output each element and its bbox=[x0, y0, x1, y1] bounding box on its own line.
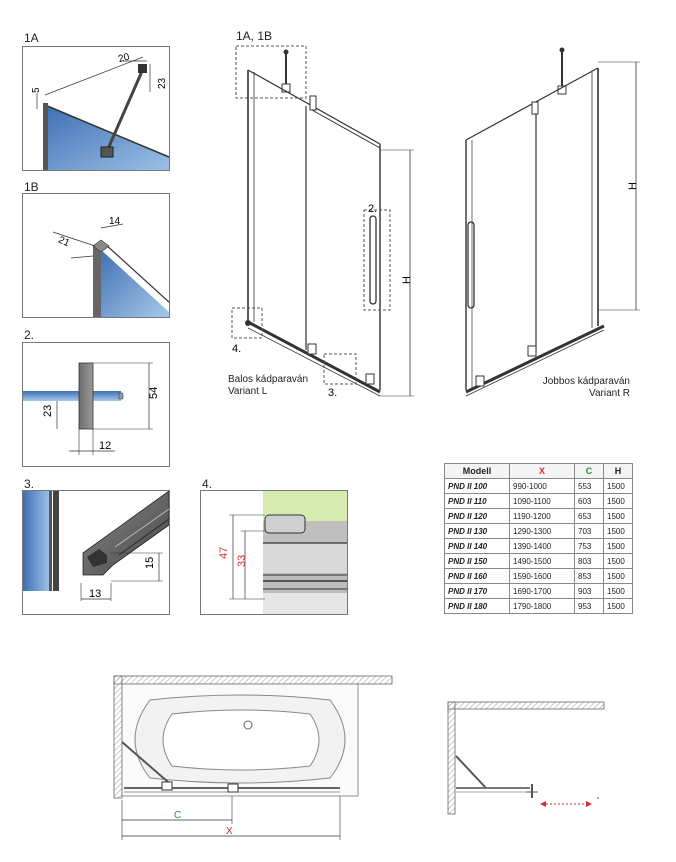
plan-dim-c: C bbox=[174, 810, 181, 821]
main-height-right: H bbox=[627, 182, 639, 190]
table-header-row: Modell X C H bbox=[444, 463, 633, 479]
variant-l-caption: Balos kádparaván Variant L bbox=[228, 374, 308, 398]
dim-1a-20: 20 bbox=[117, 51, 131, 65]
cell-h: 1500 bbox=[603, 478, 633, 494]
cell-model: PND II 160 bbox=[444, 568, 510, 584]
sliding-schematic-drawing bbox=[447, 701, 605, 815]
cell-c: 853 bbox=[574, 568, 604, 584]
cell-h: 1500 bbox=[603, 538, 633, 554]
dim-3-13: 13 bbox=[89, 588, 101, 600]
dim-3-15: 15 bbox=[144, 557, 156, 569]
cell-h: 1500 bbox=[603, 568, 633, 584]
detail-1a-label: 1A bbox=[24, 31, 39, 45]
variant-l-screen: 2. 3. 4. H bbox=[231, 45, 414, 399]
dim-2-12: 12 bbox=[99, 440, 111, 452]
cell-model: PND II 130 bbox=[444, 523, 510, 539]
cell-c: 953 bbox=[574, 598, 604, 614]
cell-x: 1390-1400 bbox=[509, 538, 575, 554]
detail-4-panel: 47 33 bbox=[200, 490, 348, 615]
variant-r-caption-de: Variant R bbox=[589, 388, 630, 399]
main-detail-ref-label: 1A, 1B bbox=[236, 29, 273, 43]
cell-c: 703 bbox=[574, 523, 604, 539]
dim-4-47: 47 bbox=[218, 547, 230, 559]
col-modell: Modell bbox=[444, 463, 510, 479]
cell-c: 903 bbox=[574, 583, 604, 599]
detail-3-label: 3. bbox=[24, 477, 35, 491]
main-callout-2: 2. bbox=[368, 203, 377, 215]
cell-h: 1500 bbox=[603, 553, 633, 569]
variant-r-caption-hu: Jobbos kádparaván bbox=[542, 376, 630, 387]
dim-2-23: 23 bbox=[42, 405, 54, 417]
cell-model: PND II 100 bbox=[444, 478, 510, 494]
variant-r-caption: Jobbos kádparaván Variant R bbox=[534, 376, 630, 400]
cell-x: 1590-1600 bbox=[509, 568, 575, 584]
detail-1b-drawing: 21 14 bbox=[52, 216, 169, 317]
variant-r-screen: H bbox=[465, 47, 640, 397]
detail-3-drawing: 15 13 bbox=[23, 491, 169, 601]
cell-model: PND II 150 bbox=[444, 553, 510, 569]
cell-model: PND II 180 bbox=[444, 598, 510, 614]
cell-x: 1090-1100 bbox=[509, 493, 575, 509]
main-callout-3: 3. bbox=[328, 387, 337, 399]
cell-model: PND II 170 bbox=[444, 583, 510, 599]
dim-2-54: 54 bbox=[148, 387, 160, 399]
cell-x: 990-1000 bbox=[509, 478, 575, 494]
cell-x: 1790-1800 bbox=[509, 598, 575, 614]
detail-2-drawing: 54 23 12 bbox=[23, 362, 160, 455]
dim-1a-23: 23 bbox=[157, 77, 168, 89]
col-h: H bbox=[603, 463, 633, 479]
cell-h: 1500 bbox=[603, 493, 633, 509]
dim-1b-14: 14 bbox=[109, 216, 121, 227]
cell-x: 1190-1200 bbox=[509, 508, 575, 524]
col-x: X bbox=[509, 463, 575, 479]
detail-2-label: 2. bbox=[24, 328, 35, 342]
cell-h: 1500 bbox=[603, 583, 633, 599]
detail-2-panel: 54 23 12 bbox=[22, 342, 170, 467]
dim-4-33: 33 bbox=[236, 555, 248, 567]
cell-model: PND II 140 bbox=[444, 538, 510, 554]
main-isometric-drawing: 2. 3. 4. H H bbox=[231, 45, 640, 399]
cell-model: PND II 120 bbox=[444, 508, 510, 524]
cell-c: 603 bbox=[574, 493, 604, 509]
detail-1a-drawing: 5 20 23 bbox=[31, 51, 169, 170]
cell-c: 803 bbox=[574, 553, 604, 569]
variant-l-caption-hu: Balos kádparaván bbox=[228, 374, 309, 385]
dim-1a-5: 5 bbox=[31, 87, 42, 93]
cell-h: 1500 bbox=[603, 523, 633, 539]
col-c: C bbox=[574, 463, 604, 479]
detail-1a-panel: 5 20 23 bbox=[22, 46, 170, 171]
dim-1b-21: 21 bbox=[56, 235, 71, 250]
plan-dim-x: X bbox=[226, 826, 233, 837]
detail-4-label: 4. bbox=[202, 477, 213, 491]
cell-model: PND II 110 bbox=[444, 493, 510, 509]
cell-h: 1500 bbox=[603, 598, 633, 614]
cell-c: 553 bbox=[574, 478, 604, 494]
cell-h: 1500 bbox=[603, 508, 633, 524]
detail-4-drawing: 47 33 bbox=[218, 491, 347, 614]
cell-c: 753 bbox=[574, 538, 604, 554]
cell-x: 1290-1300 bbox=[509, 523, 575, 539]
cell-x: 1690-1700 bbox=[509, 583, 575, 599]
variant-l-caption-de: Variant L bbox=[228, 386, 268, 397]
main-callout-4: 4. bbox=[232, 343, 241, 355]
detail-1b-panel: 21 14 bbox=[22, 193, 170, 318]
bathtub-plan-drawing: C X bbox=[113, 675, 393, 840]
main-height-left: H bbox=[401, 276, 413, 284]
detail-1b-label: 1B bbox=[24, 180, 39, 194]
cell-c: 653 bbox=[574, 508, 604, 524]
detail-3-panel: 15 13 bbox=[22, 490, 170, 615]
cell-x: 1490-1500 bbox=[509, 553, 575, 569]
